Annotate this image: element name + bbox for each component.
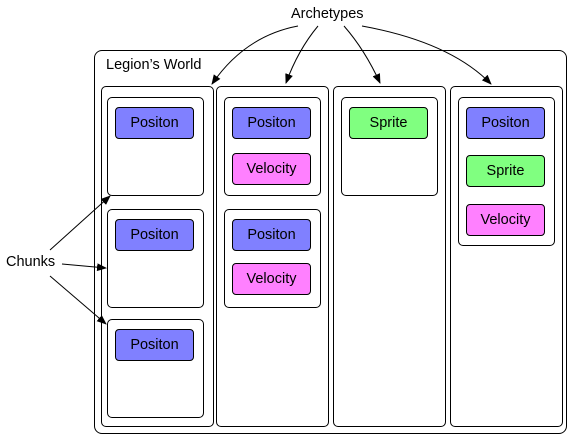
position-component: Positon bbox=[115, 219, 194, 251]
archetypes-label: Archetypes bbox=[291, 6, 364, 22]
sprite-component: Sprite bbox=[466, 155, 545, 187]
position-component: Positon bbox=[232, 219, 311, 251]
velocity-component: Velocity bbox=[466, 204, 545, 236]
sprite-component: Sprite bbox=[349, 107, 428, 139]
velocity-component: Velocity bbox=[232, 153, 311, 185]
chunks-label: Chunks bbox=[6, 254, 56, 270]
position-component: Positon bbox=[466, 107, 545, 139]
position-component: Positon bbox=[115, 107, 194, 139]
world-title: Legion’s World bbox=[106, 57, 202, 73]
velocity-component: Velocity bbox=[232, 263, 311, 295]
position-component: Positon bbox=[232, 107, 311, 139]
position-component: Positon bbox=[115, 329, 194, 361]
